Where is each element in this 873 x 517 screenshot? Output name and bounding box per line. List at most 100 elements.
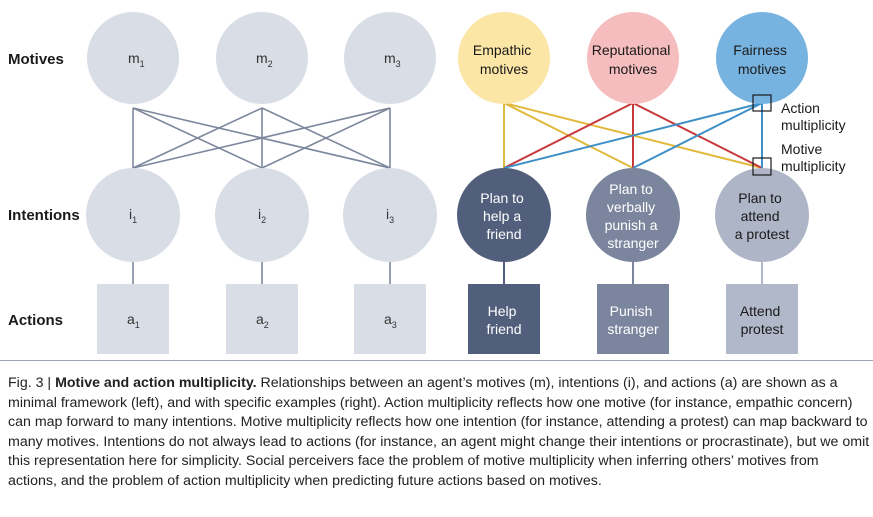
caption-prefix: Fig. 3 | <box>8 375 56 391</box>
reputational-label-line-2: motives <box>609 61 657 77</box>
left-action-3-main: a <box>384 311 392 327</box>
svg-text:Plan to help a fri: Plan to help a friend <box>480 190 527 242</box>
svg-text:a3: a3 <box>384 311 397 330</box>
action-node-help-friend: Help friend <box>468 284 540 354</box>
left-intention-3-main: i <box>386 206 389 222</box>
left-intention-3-sub: 3 <box>389 215 394 225</box>
punish-action-line-2: stranger <box>607 321 659 337</box>
intention-node-punish-stranger: Plan to verbally punish a stranger <box>586 168 680 262</box>
caption-body: Relationships between an agent’s motives… <box>8 375 870 489</box>
help-action-line-2: friend <box>486 321 521 337</box>
left-intention-1-sub: 1 <box>132 215 137 225</box>
action-multiplicity-line-1: Action <box>781 100 820 116</box>
caption-divider <box>0 360 873 361</box>
left-intention-1-main: i <box>129 206 132 222</box>
left-intention-node-2: i2 <box>215 168 309 262</box>
motive-action-diagram: Motives Intentions Actions <box>8 12 846 354</box>
attend-intention-line-3: a protest <box>735 226 790 242</box>
left-intention-node-1: i1 <box>86 168 180 262</box>
help-intention-line-3: friend <box>486 226 521 242</box>
motive-multiplicity-line-2: multiplicity <box>781 158 846 174</box>
svg-text:i1: i1 <box>129 206 137 225</box>
left-motive-3-sub: 3 <box>396 59 401 69</box>
action-multiplicity-line-2: multiplicity <box>781 117 846 133</box>
help-intention-line-1: Plan to <box>480 190 524 206</box>
motive-node-reputational: Reputational motives <box>587 12 679 104</box>
left-intention-2-main: i <box>258 206 261 222</box>
left-action-1-sub: 1 <box>135 320 140 330</box>
motive-multiplicity-line-1: Motive <box>781 141 822 157</box>
left-motive-node-1: m1 <box>87 12 179 104</box>
action-multiplicity-label: Action multiplicity <box>781 100 846 133</box>
left-action-node-3: a3 <box>354 284 426 354</box>
action-multiplicity-marker <box>752 94 772 112</box>
attend-intention-line-1: Plan to <box>738 190 782 206</box>
svg-text:Help friend: Help friend <box>486 303 521 337</box>
svg-text:Reputational motives: Reputational motives <box>592 42 675 77</box>
left-action-2-sub: 2 <box>264 320 269 330</box>
attend-intention-line-2: attend <box>741 208 780 224</box>
empathic-label-line-2: motives <box>480 61 528 77</box>
punish-intention-line-1: Plan to <box>609 181 653 197</box>
left-line-m3-i1 <box>132 107 391 169</box>
help-intention-line-2: help a <box>483 208 521 224</box>
svg-text:m1: m1 <box>128 50 145 69</box>
right-line-fairness-punish <box>632 102 763 169</box>
svg-text:Plan to verbally p: Plan to verbally punish a stranger <box>605 181 662 251</box>
left-intention-node-3: i3 <box>343 168 437 262</box>
right-line-fairness-help <box>503 102 763 169</box>
right-line-reputational-help <box>503 102 634 169</box>
intention-node-attend-protest: Plan to attend a protest <box>715 168 809 262</box>
left-intention-2-sub: 2 <box>261 215 266 225</box>
left-motive-node-3: m3 <box>344 12 436 104</box>
motive-multiplicity-label: Motive multiplicity <box>781 141 846 174</box>
left-line-m2-i1 <box>132 107 263 169</box>
svg-text:m2: m2 <box>256 50 273 69</box>
punish-intention-line-3: punish a <box>605 217 658 233</box>
svg-text:Empathic motives: Empathic motives <box>473 42 535 77</box>
svg-text:Attend protest: Attend protest <box>740 303 784 337</box>
figure-caption: Fig. 3 | Motive and action multiplicity.… <box>8 374 870 492</box>
left-connections <box>132 107 391 285</box>
motive-node-fairness: Fairness motives <box>716 12 808 104</box>
left-motive-2-main: m <box>256 50 268 66</box>
left-motive-1-sub: 1 <box>140 59 145 69</box>
punish-intention-line-4: stranger <box>607 235 659 251</box>
punish-intention-line-2: verbally <box>607 199 655 215</box>
left-action-node-2: a2 <box>226 284 298 354</box>
reputational-label-line-1: Reputational <box>592 42 671 58</box>
action-node-attend-protest: Attend protest <box>726 284 798 354</box>
svg-text:a2: a2 <box>256 311 269 330</box>
left-action-node-1: a1 <box>97 284 169 354</box>
left-motive-node-2: m2 <box>216 12 308 104</box>
attend-action-line-2: protest <box>741 321 784 337</box>
left-motive-2-sub: 2 <box>268 59 273 69</box>
row-label-intentions: Intentions <box>8 207 80 224</box>
left-line-m3-i2 <box>261 107 391 169</box>
svg-text:i2: i2 <box>258 206 266 225</box>
left-motive-3-main: m <box>384 50 396 66</box>
svg-text:Plan to attend a p: Plan to attend a protest <box>735 190 790 242</box>
attend-action-line-1: Attend <box>740 303 780 319</box>
caption-title: Motive and action multiplicity. <box>55 375 257 391</box>
svg-text:a1: a1 <box>127 311 140 330</box>
fairness-label-line-2: motives <box>738 61 786 77</box>
svg-text:m3: m3 <box>384 50 401 69</box>
help-action-line-1: Help <box>488 303 517 319</box>
motive-node-empathic: Empathic motives <box>458 12 550 104</box>
right-connections <box>503 102 763 285</box>
svg-text:Fairness motives: Fairness motives <box>733 42 791 77</box>
row-label-motives: Motives <box>8 51 64 68</box>
svg-text:Punish stranger: Punish stranger <box>607 303 659 337</box>
fairness-label-line-1: Fairness <box>733 42 787 58</box>
motive-multiplicity-marker <box>752 157 772 176</box>
punish-action-line-1: Punish <box>610 303 653 319</box>
intention-node-help-friend: Plan to help a friend <box>457 168 551 262</box>
left-action-1-main: a <box>127 311 135 327</box>
svg-text:i3: i3 <box>386 206 394 225</box>
left-action-2-main: a <box>256 311 264 327</box>
row-label-actions: Actions <box>8 312 63 329</box>
action-node-punish-stranger: Punish stranger <box>597 284 669 354</box>
empathic-label-line-1: Empathic <box>473 42 531 58</box>
left-action-3-sub: 3 <box>392 320 397 330</box>
